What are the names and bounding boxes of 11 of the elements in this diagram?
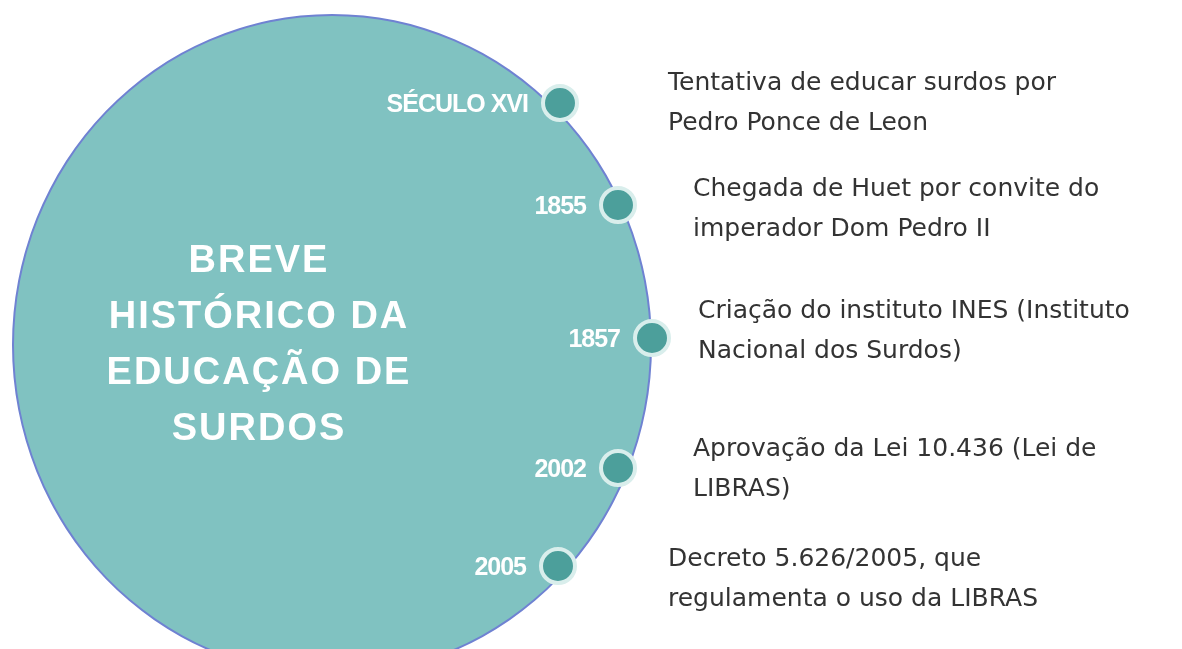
year-label: SÉCULO XVI bbox=[385, 88, 528, 119]
year-label: 2005 bbox=[473, 551, 526, 582]
event-description: Decreto 5.626/2005, que regulamenta o uso da LIBRAS bbox=[668, 542, 1039, 614]
year-label: 1857 bbox=[567, 323, 620, 354]
year-label: 1855 bbox=[533, 190, 586, 221]
event-description: Chegada de Huet por convite do imperador Dom Pedro II bbox=[693, 172, 1101, 244]
year-label: 2002 bbox=[533, 453, 586, 484]
event-description: Aprovação da Lei 10.436 (Lei de LIBRAS) bbox=[693, 432, 1098, 504]
event-description: Tentativa de educar surdos por Pedro Ponce de Leon bbox=[668, 66, 1058, 138]
event-description: Criação do instituto INES (Instituto Nacional dos Surdos) bbox=[698, 294, 1131, 366]
title-text: BREVE HISTÓRICO DA EDUCAÇÃO DE SURDOS bbox=[105, 237, 413, 450]
